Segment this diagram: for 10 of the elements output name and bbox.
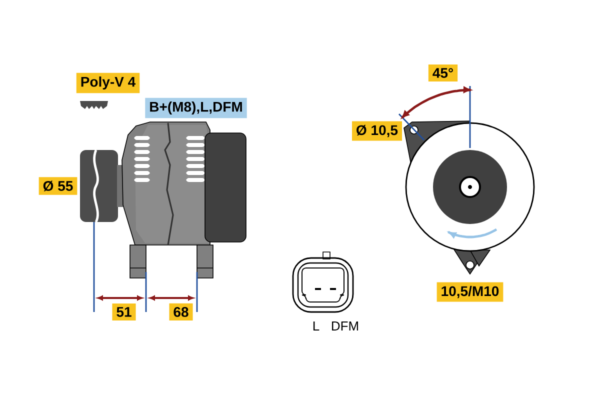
hole-diameter-label: Ø 10,5: [352, 121, 402, 141]
pulley-diameter-label: Ø 55: [38, 177, 78, 195]
pin-label: DFM: [332, 322, 358, 330]
pin-label: L: [313, 322, 320, 330]
belt-label: Poly-V 4: [76, 72, 140, 94]
terminal-label: B+(M8),L,DFM: [145, 98, 247, 118]
mount-label: 10,5/M10: [436, 282, 504, 302]
angle-label: 45°: [428, 64, 458, 82]
dimension-label: 68: [169, 303, 193, 321]
dimension-label: 51: [112, 304, 136, 320]
